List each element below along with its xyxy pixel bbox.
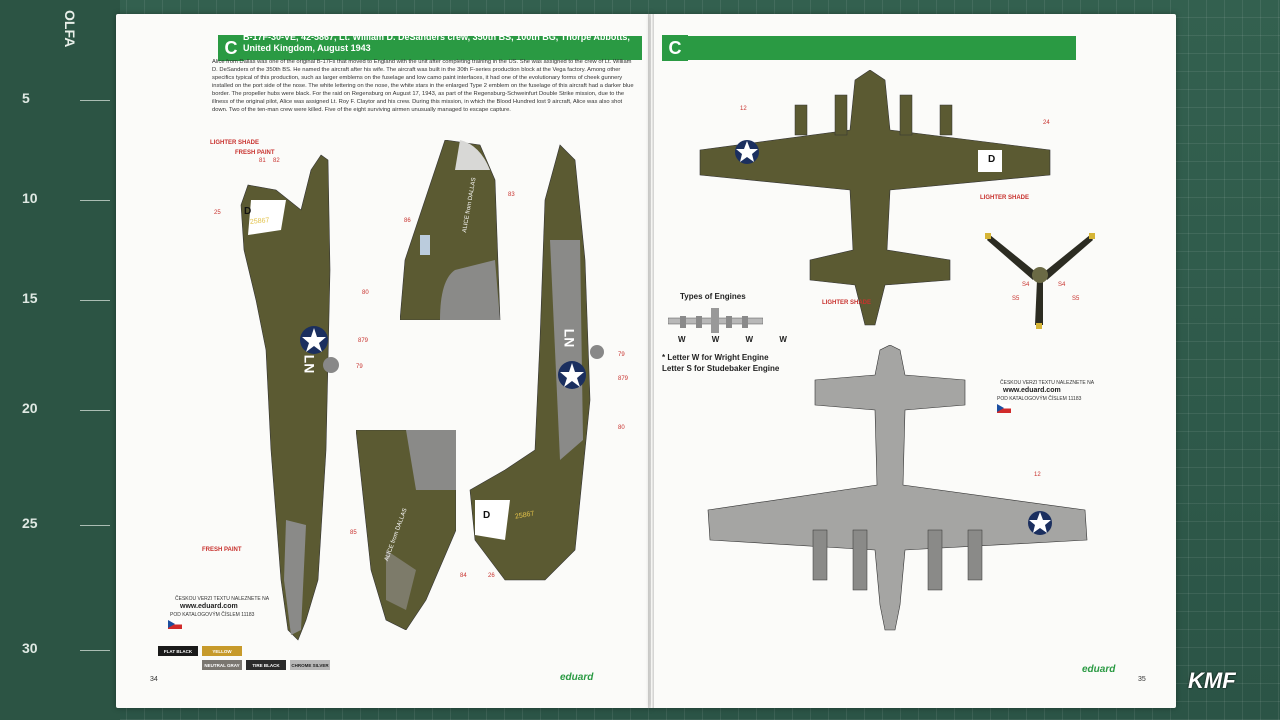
brand-logo: eduard bbox=[1082, 664, 1116, 675]
propeller-detail bbox=[985, 233, 1095, 329]
callout: S5 bbox=[1072, 296, 1080, 302]
right-header-bar bbox=[662, 36, 1076, 60]
legend-swatch: NEUTRAL GRAY bbox=[202, 660, 242, 670]
label-fresh-paint: FRESH PAINT bbox=[235, 150, 275, 156]
callout: 79 bbox=[618, 352, 625, 358]
callout: 12 bbox=[740, 106, 747, 112]
callout: 12 bbox=[1034, 472, 1041, 478]
tail-letter: D bbox=[988, 154, 996, 165]
callout: 25 bbox=[214, 210, 221, 216]
legend-swatch: FLAT BLACK bbox=[158, 646, 198, 656]
legend-swatch: TIRE BLACK bbox=[246, 660, 286, 670]
czech-flag-icon bbox=[168, 620, 182, 629]
callout: 879 bbox=[618, 376, 629, 382]
brand-logo: eduard bbox=[560, 672, 594, 683]
nose-detail-lower bbox=[356, 430, 456, 630]
callout: 83 bbox=[508, 192, 515, 198]
callout: 80 bbox=[618, 425, 625, 431]
czech-version-note: ČESKOU VERZI TEXTU NALEZNETE NA bbox=[1000, 380, 1095, 386]
page-number: 34 bbox=[150, 676, 158, 683]
fuselage-code: LN bbox=[301, 354, 318, 374]
callout: 879 bbox=[358, 338, 369, 344]
bottom-view-aircraft bbox=[707, 345, 1088, 631]
profile-badge: C bbox=[218, 35, 244, 61]
ruler-number: 15 bbox=[22, 290, 38, 306]
booklet-spine bbox=[648, 14, 654, 708]
tail-letter: D bbox=[483, 510, 491, 521]
callout: S4 bbox=[1058, 282, 1066, 288]
top-view-aircraft bbox=[699, 70, 1051, 326]
callout: 86 bbox=[404, 218, 411, 224]
engine-note: * Letter W for Wright Engine Letter S fo… bbox=[662, 352, 779, 374]
page-number: 35 bbox=[1138, 676, 1146, 683]
engine-diagram bbox=[668, 308, 763, 333]
right-page bbox=[651, 14, 1176, 708]
label-lighter-shade: LIGHTER SHADE bbox=[822, 300, 872, 306]
callout: 79 bbox=[356, 364, 363, 370]
catalog-note: POD KATALOGOVÝM ČÍSLEM 11183 bbox=[997, 396, 1082, 402]
callout: 81 bbox=[259, 158, 266, 164]
website-link[interactable]: www.eduard.com bbox=[180, 603, 238, 610]
ruler: OLFA 5 10 15 20 25 30 bbox=[0, 0, 120, 720]
label-fresh-paint: FRESH PAINT bbox=[202, 547, 242, 553]
fuselage-code: LN bbox=[561, 328, 578, 348]
catalog-note: POD KATALOGOVÝM ČÍSLEM 11183 bbox=[170, 612, 255, 618]
callout: 24 bbox=[1043, 120, 1050, 126]
label-lighter-shade: LIGHTER SHADE bbox=[210, 140, 260, 146]
engine-note-wright: * Letter W for Wright Engine bbox=[662, 353, 769, 362]
profile-badge: C bbox=[662, 35, 688, 61]
callout: 80 bbox=[362, 290, 369, 296]
color-legend: FLAT BLACK YELLOW NEUTRAL GRAY TIRE BLAC… bbox=[158, 646, 338, 674]
side-profile-aircraft-2 bbox=[469, 144, 604, 581]
callout: S5 bbox=[1012, 296, 1020, 302]
callout: 84 bbox=[460, 573, 467, 579]
left-header-bar bbox=[222, 36, 642, 60]
czech-flag-icon bbox=[997, 404, 1011, 413]
engine-note-studebaker: Letter S for Studebaker Engine bbox=[662, 364, 780, 373]
czech-version-note: ČESKOU VERZI TEXTU NALEZNETE NA bbox=[175, 596, 270, 602]
ruler-number: 5 bbox=[22, 90, 30, 106]
tail-letter: D bbox=[244, 206, 252, 217]
legend-swatch: YELLOW bbox=[202, 646, 242, 656]
ruler-number: 30 bbox=[22, 640, 38, 656]
profile-title: B-17F-30-VE, 42-5867, Lt. William D. DeS… bbox=[243, 32, 630, 53]
ruler-number: 20 bbox=[22, 400, 38, 416]
ruler-brand: OLFA bbox=[62, 10, 78, 48]
callout: 85 bbox=[350, 530, 357, 536]
profile-description: Alice from Dallas was one of the origina… bbox=[212, 59, 634, 113]
watermark-logo: KMF bbox=[1188, 668, 1236, 693]
callout: 82 bbox=[273, 158, 280, 164]
nose-detail-upper bbox=[400, 140, 501, 320]
website-link[interactable]: www.eduard.com bbox=[1003, 387, 1061, 394]
engine-letters: W W W W bbox=[678, 335, 799, 344]
label-lighter-shade: LIGHTER SHADE bbox=[980, 195, 1030, 201]
ruler-number: 10 bbox=[22, 190, 38, 206]
side-profile-aircraft-1 bbox=[240, 154, 339, 641]
engine-types-title: Types of Engines bbox=[680, 292, 746, 301]
legend-swatch: CHROME SILVER bbox=[290, 660, 330, 670]
callout: S4 bbox=[1022, 282, 1030, 288]
callout: 26 bbox=[488, 573, 495, 579]
ruler-number: 25 bbox=[22, 515, 38, 531]
